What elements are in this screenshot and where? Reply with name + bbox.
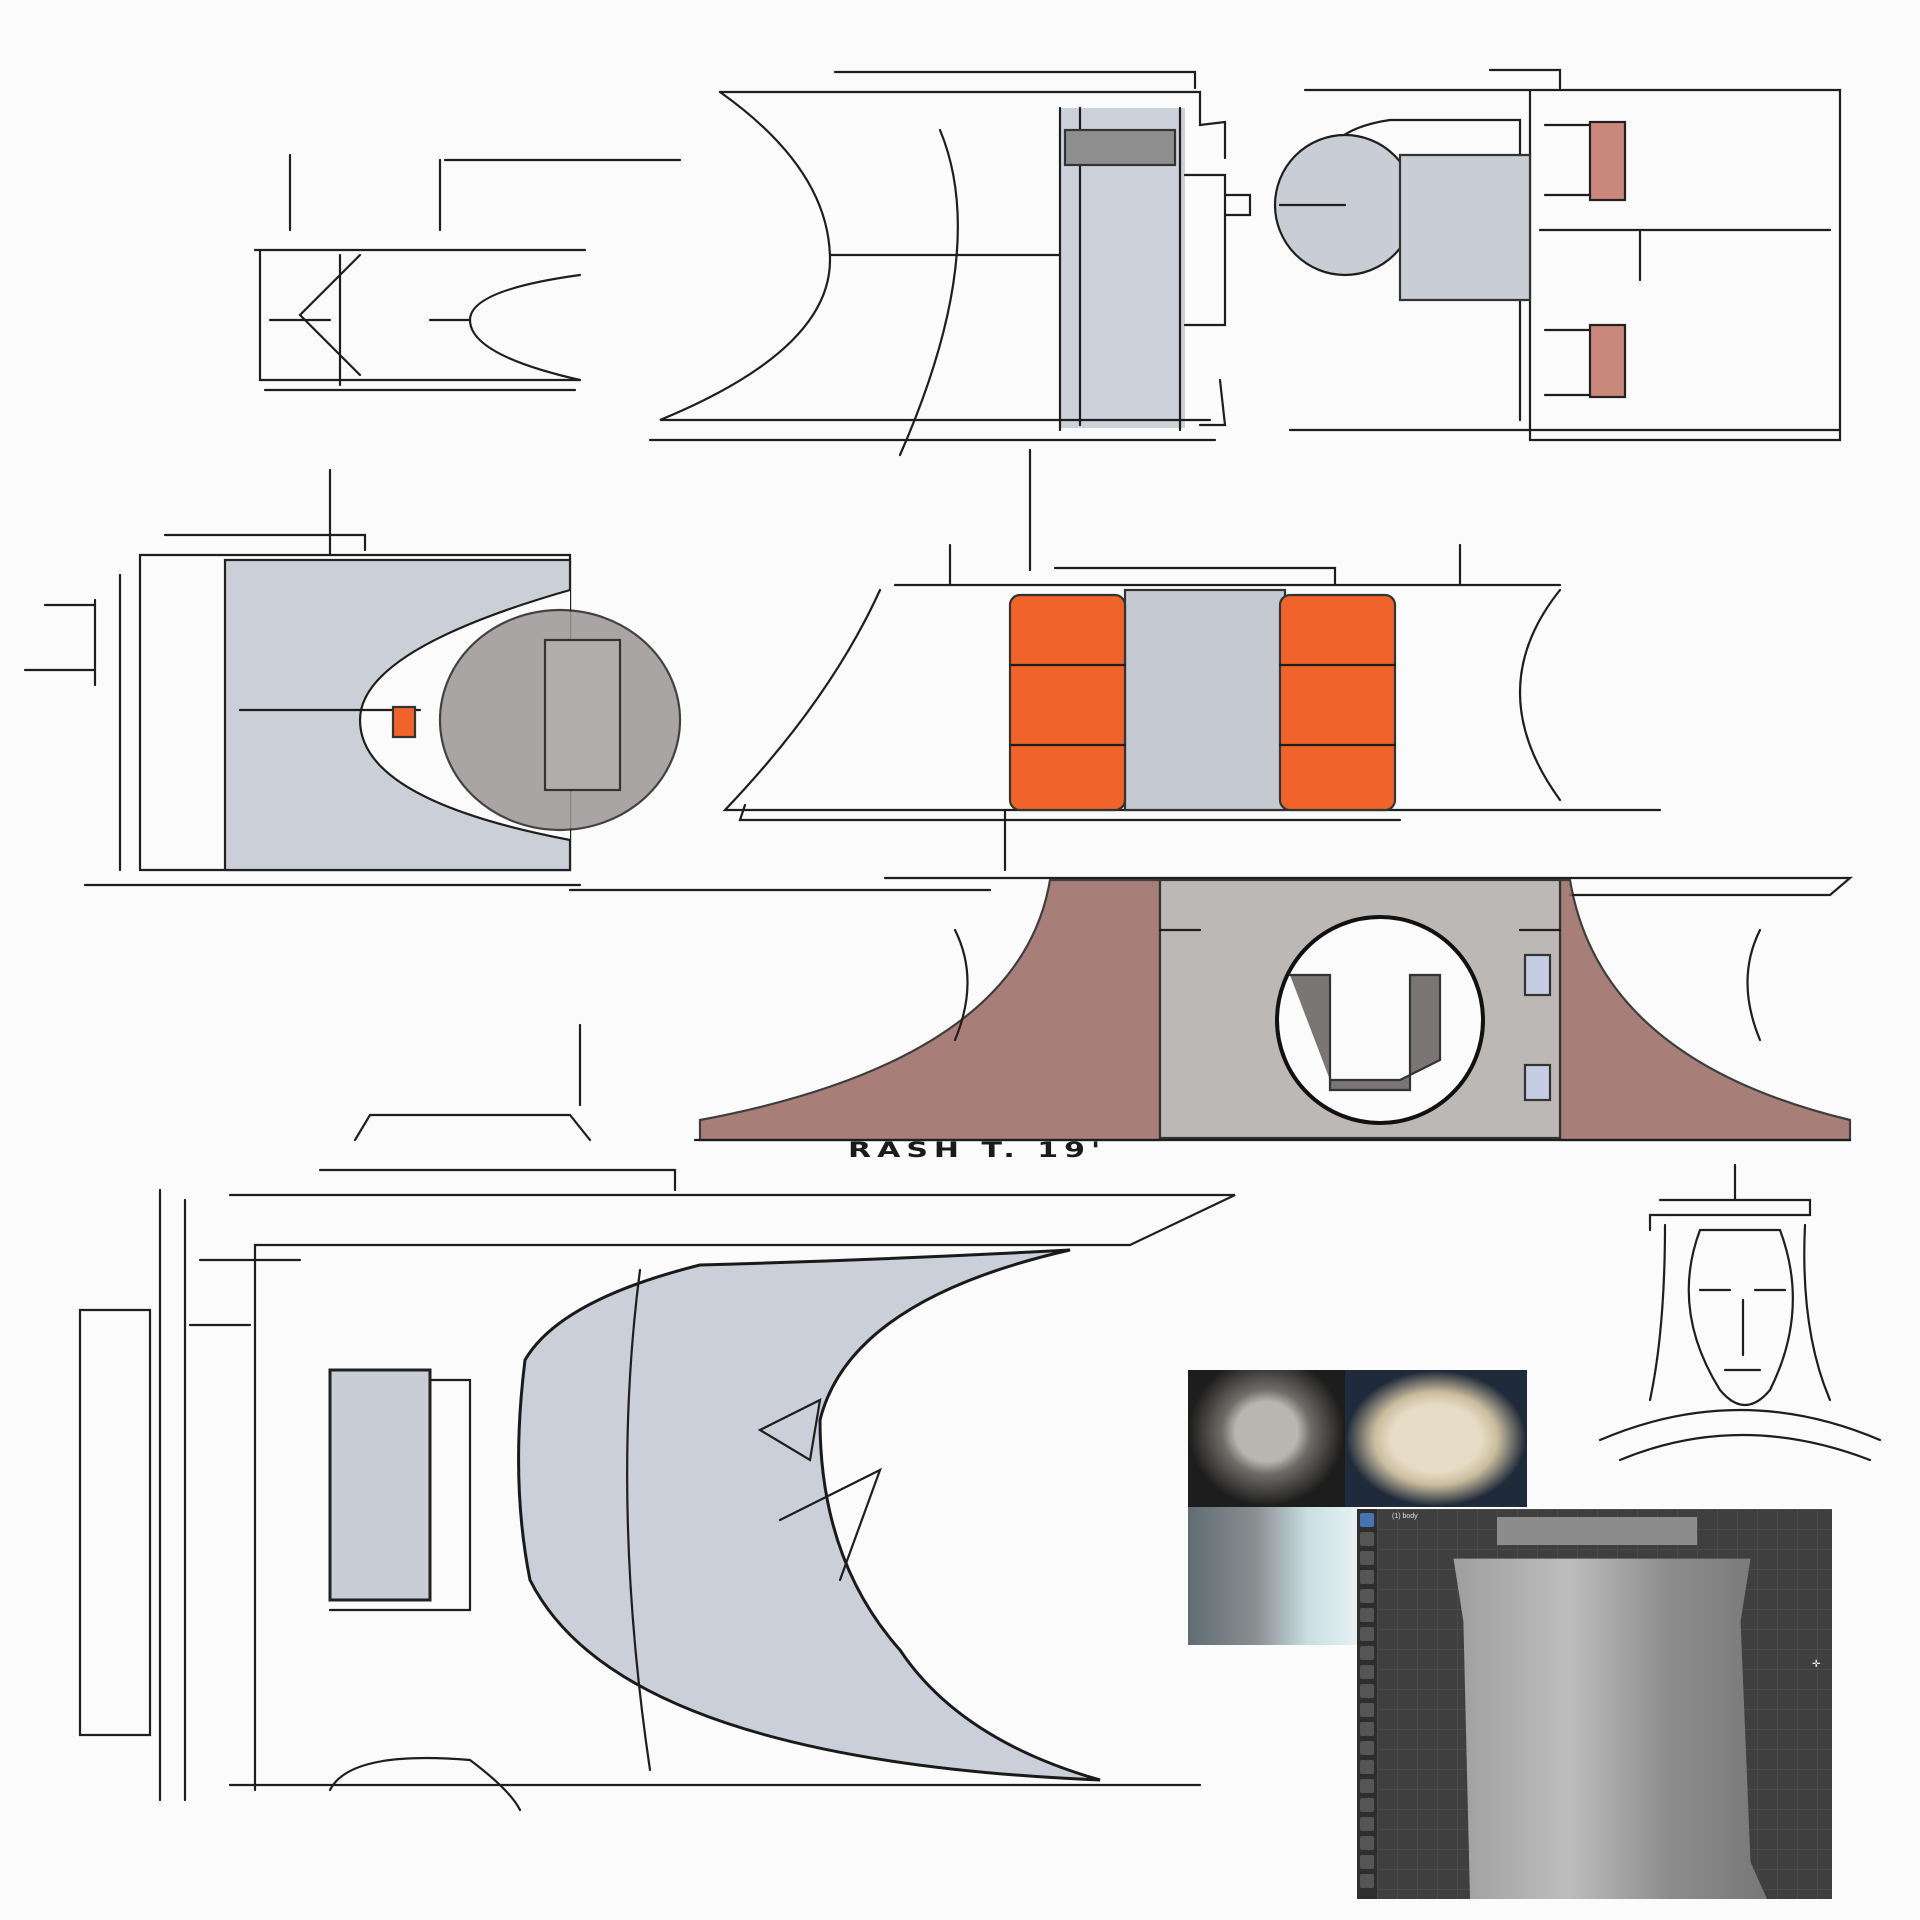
rotate-icon[interactable] (1360, 1570, 1374, 1584)
shear-icon[interactable] (1360, 1855, 1374, 1869)
knife-icon[interactable] (1360, 1741, 1374, 1755)
sketch-top-right (1273, 68, 1842, 442)
select-icon[interactable] (1360, 1513, 1374, 1527)
spin-icon[interactable] (1360, 1779, 1374, 1793)
loop-cut-icon[interactable] (1360, 1722, 1374, 1736)
helmet-crown (1497, 1517, 1697, 1545)
reference-photo-bust-dark (1188, 1370, 1345, 1507)
artist-signature: RASH T. 19' (848, 1138, 1107, 1163)
sculpt-head-model (1453, 1558, 1767, 1899)
viewport-object-label: (1) body (1392, 1513, 1418, 1520)
smooth-icon[interactable] (1360, 1798, 1374, 1812)
rip-icon[interactable] (1360, 1874, 1374, 1888)
reference-photo-bust-marble (1345, 1370, 1527, 1507)
reference-render-helmet (1188, 1507, 1358, 1645)
3d-cursor-icon: ✛ (1812, 1659, 1821, 1670)
sketch-bottom-left (78, 1023, 1236, 1812)
extrude-icon[interactable] (1360, 1665, 1374, 1679)
sketch-top-left (253, 153, 682, 392)
3d-viewport[interactable]: (1) body ✛ (1357, 1509, 1832, 1899)
edge-slide-icon[interactable] (1360, 1817, 1374, 1831)
measure-icon[interactable] (1360, 1646, 1374, 1660)
sketch-head (1598, 1163, 1882, 1462)
bevel-icon[interactable] (1360, 1703, 1374, 1717)
move-icon[interactable] (1360, 1551, 1374, 1565)
sketch-mid-left (23, 448, 1462, 892)
viewport-toolbar (1357, 1509, 1377, 1899)
inset-icon[interactable] (1360, 1684, 1374, 1698)
shrink-icon[interactable] (1360, 1836, 1374, 1850)
scale-icon[interactable] (1360, 1589, 1374, 1603)
annotate-icon[interactable] (1360, 1627, 1374, 1641)
sketch-brown-section (693, 876, 1853, 1142)
sketch-top-middle (648, 70, 1252, 457)
sketch-mid-center (722, 566, 1662, 872)
poly-build-icon[interactable] (1360, 1760, 1374, 1774)
transform-icon[interactable] (1360, 1608, 1374, 1622)
cursor-icon[interactable] (1360, 1532, 1374, 1546)
